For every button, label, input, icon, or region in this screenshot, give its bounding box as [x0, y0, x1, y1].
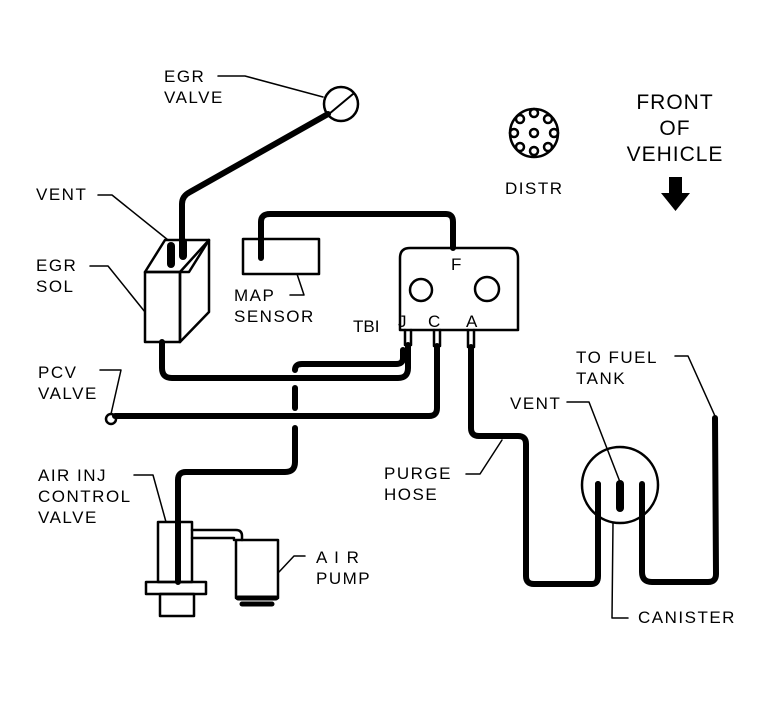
- canister-label: CANISTER: [638, 608, 736, 627]
- map-sensor-icon: [241, 237, 321, 276]
- pcv-valve-icon: [104, 412, 118, 426]
- hose-purge: [468, 344, 601, 587]
- air-inj-control-valve-icon: [144, 520, 208, 618]
- air-inj-label-2: CONTROL: [38, 487, 132, 506]
- vent-top-label: VENT: [36, 185, 88, 204]
- tbi-port-j: J: [398, 312, 407, 331]
- canister-icon: [580, 445, 660, 525]
- distributor-icon: [508, 107, 560, 159]
- tbi-label: TBI: [353, 317, 380, 336]
- hose-tbi-j-to-egr-sol: [159, 339, 411, 381]
- tbi-port-nipples: [403, 328, 476, 349]
- vent-canister-label: VENT: [510, 394, 562, 413]
- front-label-2: OF: [659, 117, 691, 140]
- distr-label: DISTR: [505, 179, 564, 198]
- air-inj-label-3: VALVE: [38, 508, 98, 527]
- pcv-valve-label-1: PCV: [38, 363, 78, 382]
- to-fuel-tank-leader: [674, 355, 716, 417]
- hose-egr-valve-to-sol: [179, 111, 331, 251]
- vent-top-leader: [97, 194, 169, 241]
- air-pump-leader: [278, 555, 306, 573]
- egr-valve-label-2: VALVE: [164, 88, 224, 107]
- vent-canister-leader: [566, 401, 621, 483]
- front-label-3: VEHICLE: [626, 143, 724, 166]
- air-pump-label-2: PUMP: [316, 569, 372, 588]
- tube-air-inj-to-pump: [190, 528, 244, 542]
- egr-valve-icon: [322, 85, 360, 123]
- tbi-port-a: A: [466, 312, 478, 331]
- egr-sol-label-2: SOL: [36, 277, 75, 296]
- egr-valve-label-1: EGR: [164, 67, 206, 86]
- purge-hose-label-2: HOSE: [384, 485, 439, 504]
- map-sensor-leader: [289, 273, 305, 296]
- air-pump-label-1: A I R: [316, 548, 361, 567]
- map-sensor-label-1: MAP: [234, 286, 276, 305]
- air-pump-icon: [234, 538, 280, 607]
- front-label-1: FRONT: [636, 91, 714, 114]
- pcv-valve-leader: [99, 369, 122, 415]
- tbi-port-c: C: [428, 312, 441, 331]
- egr-sol-label-1: EGR: [36, 256, 78, 275]
- tbi-port-f: F: [451, 255, 462, 274]
- air-inj-label-1: AIR INJ: [38, 466, 108, 485]
- to-fuel-tank-label-1: TO FUEL: [576, 348, 658, 367]
- hose-to-air-inj-valve: [175, 425, 298, 585]
- hose-map-to-tbi-f: [258, 211, 456, 261]
- purge-hose-leader: [465, 439, 503, 475]
- egr-valve-leader: [217, 75, 324, 98]
- egr-sol-leader: [89, 265, 146, 313]
- purge-hose-label-1: PURGE: [384, 464, 452, 483]
- hose-canister-to-fuel-tank: [639, 415, 719, 585]
- map-sensor-label-2: SENSOR: [234, 307, 315, 326]
- hose-tbi-c-to-pcv: [112, 343, 440, 419]
- canister-leader: [611, 522, 629, 619]
- tbi-body-icon: [398, 246, 520, 332]
- hose-tbi-j-branch: [292, 347, 406, 373]
- front-arrow-icon: [661, 177, 690, 211]
- to-fuel-tank-label-2: TANK: [576, 369, 627, 388]
- egr-solenoid-icon: [143, 238, 211, 344]
- air-inj-leader: [133, 474, 167, 523]
- pcv-valve-label-2: VALVE: [38, 384, 98, 403]
